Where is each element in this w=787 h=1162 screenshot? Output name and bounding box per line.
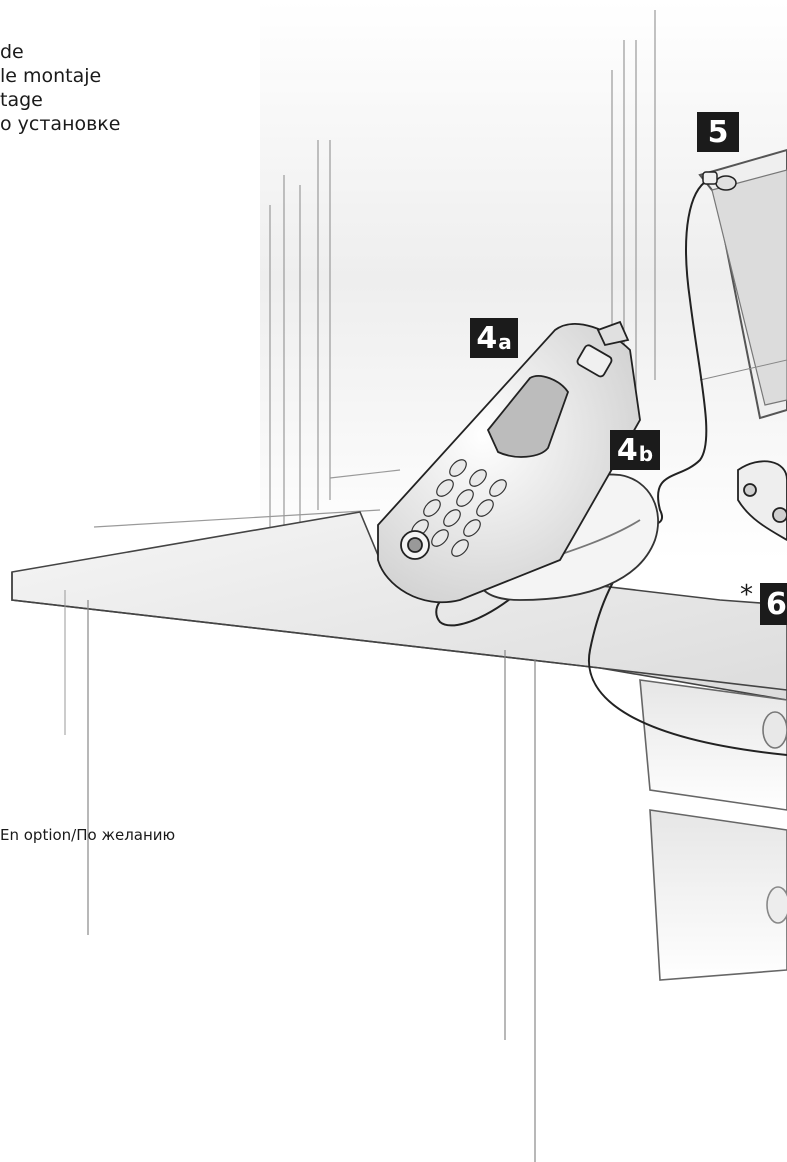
title-line: о установке [0,112,120,136]
optional-asterisk: * [740,580,753,610]
optional-footnote: En option/По желанию [0,826,175,844]
instruction-title: de le montaje tage о установке [0,40,120,136]
step-label-4b-number: 4 [617,433,638,468]
step-label-4a-number: 4 [476,321,497,356]
title-line: de [0,40,120,64]
step-label-4a-letter: a [498,330,512,354]
step-label-4a: 4 a [470,318,518,358]
step-label-6: 6 [760,583,787,625]
title-line: le montaje [0,64,120,88]
step-label-6-text: 6 [766,587,787,622]
step-label-5: 5 [697,112,739,152]
step-label-5-text: 5 [708,115,729,150]
step-label-4b-letter: b [639,442,653,466]
title-line: tage [0,88,120,112]
step-label-4b: 4 b [610,430,660,470]
